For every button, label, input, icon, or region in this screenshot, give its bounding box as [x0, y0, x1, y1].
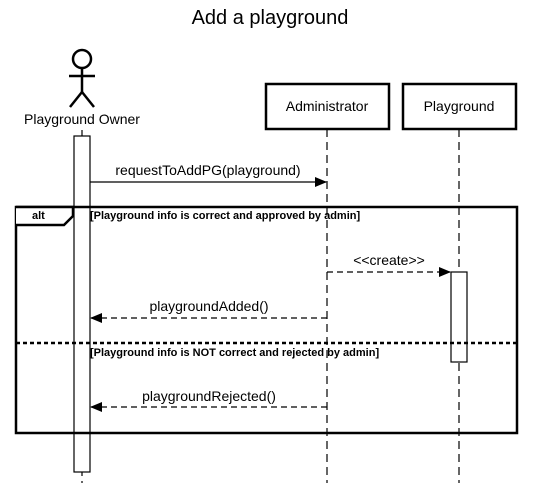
- participant-administrator-label: Administrator: [286, 98, 369, 114]
- stick-figure-icon: [69, 48, 95, 108]
- message-create-label: <<create>>: [353, 252, 425, 268]
- alt-guard-2: [Playground info is NOT correct and reje…: [90, 347, 379, 359]
- participant-playground: [401, 82, 518, 131]
- message-request-label: requestToAddPG(playground): [115, 162, 300, 178]
- actor-playground-owner: Playground Owner: [24, 48, 140, 127]
- diagram-title: Add a playground: [192, 7, 349, 29]
- participant-administrator: [264, 82, 391, 131]
- alt-guard-1: [Playground info is correct and approved…: [90, 210, 360, 222]
- alt-operator-tab: [16, 205, 75, 227]
- message-added-label: playgroundAdded(): [149, 298, 268, 314]
- actor-label: Playground Owner: [24, 111, 140, 127]
- alt-fragment: [14, 205, 519, 435]
- participant-playground-label: Playground: [424, 98, 495, 114]
- activation-playground: [450, 271, 468, 363]
- activation-owner: [73, 135, 91, 473]
- message-rejected-label: playgroundRejected(): [142, 388, 276, 404]
- alt-operator-label: alt: [32, 210, 45, 222]
